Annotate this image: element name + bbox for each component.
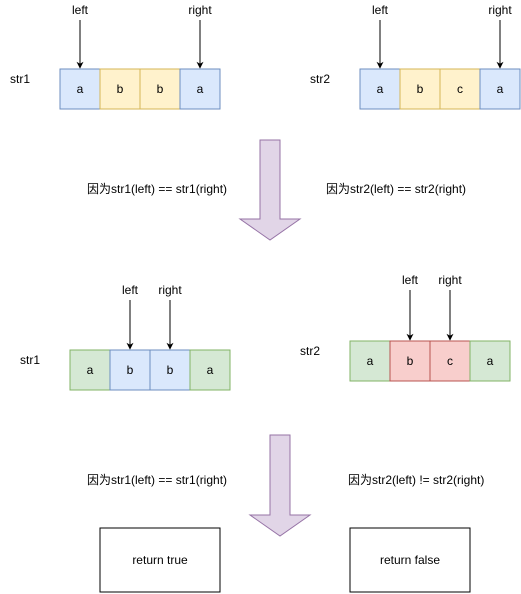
result-box-false xyxy=(349,527,471,593)
middle-str2-char-2: c xyxy=(447,354,453,368)
flow-down-arrow-1-icon xyxy=(238,139,302,241)
middle-str2-cell-2 xyxy=(429,340,471,382)
middle-str2-char-1: b xyxy=(407,354,414,368)
middle-str1-char-3: a xyxy=(207,363,214,377)
top-str1-cell-3 xyxy=(179,68,221,110)
top-str2-char-1: b xyxy=(417,82,424,96)
middle-caption-left: 因为str1(left) == str1(right) xyxy=(87,473,227,487)
middle-str2-char-3: a xyxy=(487,354,494,368)
middle-str2-array: a b c a xyxy=(349,340,511,382)
top-str1-label: str1 xyxy=(10,72,30,86)
top-caption-left: 因为str1(left) == str1(right) xyxy=(87,182,227,196)
middle-str2-label: str2 xyxy=(300,344,320,358)
middle-str1-cell-0 xyxy=(69,349,111,391)
top-str2-array: a b c a xyxy=(359,68,521,110)
top-str1-char-2: b xyxy=(157,82,164,96)
top-str1-char-0: a xyxy=(77,82,84,96)
top-str1-cell-2 xyxy=(139,68,181,110)
top-str2-char-2: c xyxy=(457,82,463,96)
top-str1-left-pointer-label: left xyxy=(72,3,89,17)
middle-caption-right: 因为str2(left) != str2(right) xyxy=(348,473,484,487)
middle-str1-left-pointer-label: left xyxy=(122,283,139,297)
result-box-true xyxy=(99,527,221,593)
middle-str2-cell-0 xyxy=(349,340,391,382)
top-str1-right-pointer-label: right xyxy=(188,3,212,17)
top-caption-right: 因为str2(left) == str2(right) xyxy=(326,182,466,196)
middle-str1-label: str1 xyxy=(20,353,40,367)
top-str1-char-3: a xyxy=(197,82,204,96)
middle-str1-char-0: a xyxy=(87,363,94,377)
top-str2-char-3: a xyxy=(497,82,504,96)
top-str2-cell-1 xyxy=(399,68,441,110)
top-str1-char-1: b xyxy=(117,82,124,96)
middle-str2-cell-1 xyxy=(389,340,431,382)
middle-str1-char-2: b xyxy=(167,363,174,377)
middle-str2-left-pointer-label: left xyxy=(402,273,419,287)
top-str2-right-pointer-label: right xyxy=(488,3,512,17)
flow-down-arrow-2-icon xyxy=(248,434,312,537)
middle-str1-char-1: b xyxy=(127,363,134,377)
middle-str1-cell-1 xyxy=(109,349,151,391)
middle-str2-char-0: a xyxy=(367,354,374,368)
top-str1-array: a b b a xyxy=(59,68,221,110)
top-str1-cell-1 xyxy=(99,68,141,110)
middle-str2-right-pointer-label: right xyxy=(438,273,462,287)
top-str2-char-0: a xyxy=(377,82,384,96)
top-str2-label: str2 xyxy=(310,72,330,86)
middle-str1-array: a b b a xyxy=(69,349,231,391)
middle-str1-right-pointer-label: right xyxy=(158,283,182,297)
top-str2-cell-3 xyxy=(479,68,521,110)
result-false-text: return false xyxy=(380,553,440,567)
middle-str2-cell-3 xyxy=(469,340,511,382)
middle-str1-cell-3 xyxy=(189,349,231,391)
result-true-text: return true xyxy=(132,553,188,567)
middle-str1-cell-2 xyxy=(149,349,191,391)
top-str2-left-pointer-label: left xyxy=(372,3,389,17)
